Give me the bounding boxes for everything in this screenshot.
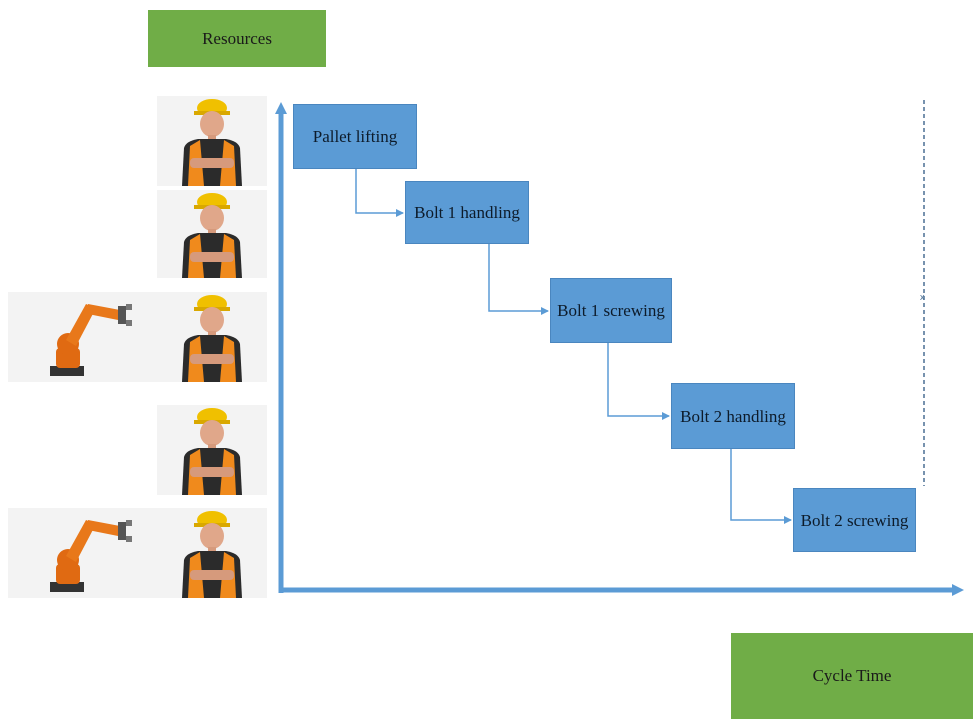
task-bolt-2-screwing: Bolt 2 screwing	[793, 488, 916, 552]
connector-3	[607, 343, 670, 420]
industrial-robot-icon	[8, 508, 158, 598]
task-bolt-2-handling: Bolt 2 handling	[671, 383, 795, 449]
task-connectors	[355, 169, 792, 524]
task-bolt-1-screwing: Bolt 1 screwing	[550, 278, 672, 343]
worker-icon	[157, 508, 267, 598]
task-label: Bolt 1 handling	[414, 203, 520, 222]
industrial-robot-icon	[8, 292, 158, 382]
connector-2	[488, 244, 549, 315]
task-label: Bolt 2 handling	[680, 406, 786, 426]
task-bolt-1-handling: Bolt 1 handling	[405, 181, 529, 244]
connector-1	[355, 169, 404, 217]
connector-4	[730, 449, 792, 524]
worker-icon	[157, 190, 267, 278]
worker-icon	[157, 405, 267, 495]
task-label: Bolt 1 screwing	[557, 301, 665, 320]
resources-label: Resources	[202, 28, 272, 48]
task-pallet-lifting: Pallet lifting	[293, 104, 417, 169]
resources-label-box: Resources	[148, 10, 326, 67]
worker-icon	[157, 292, 267, 382]
cycle-time-label-box: Cycle Time	[731, 633, 973, 719]
task-label: Bolt 2 screwing	[800, 510, 909, 530]
cycle-time-marker-tick: x	[920, 292, 925, 302]
cycle-time-label: Cycle Time	[812, 666, 892, 685]
worker-icon	[157, 96, 267, 186]
task-label: Pallet lifting	[312, 127, 398, 146]
